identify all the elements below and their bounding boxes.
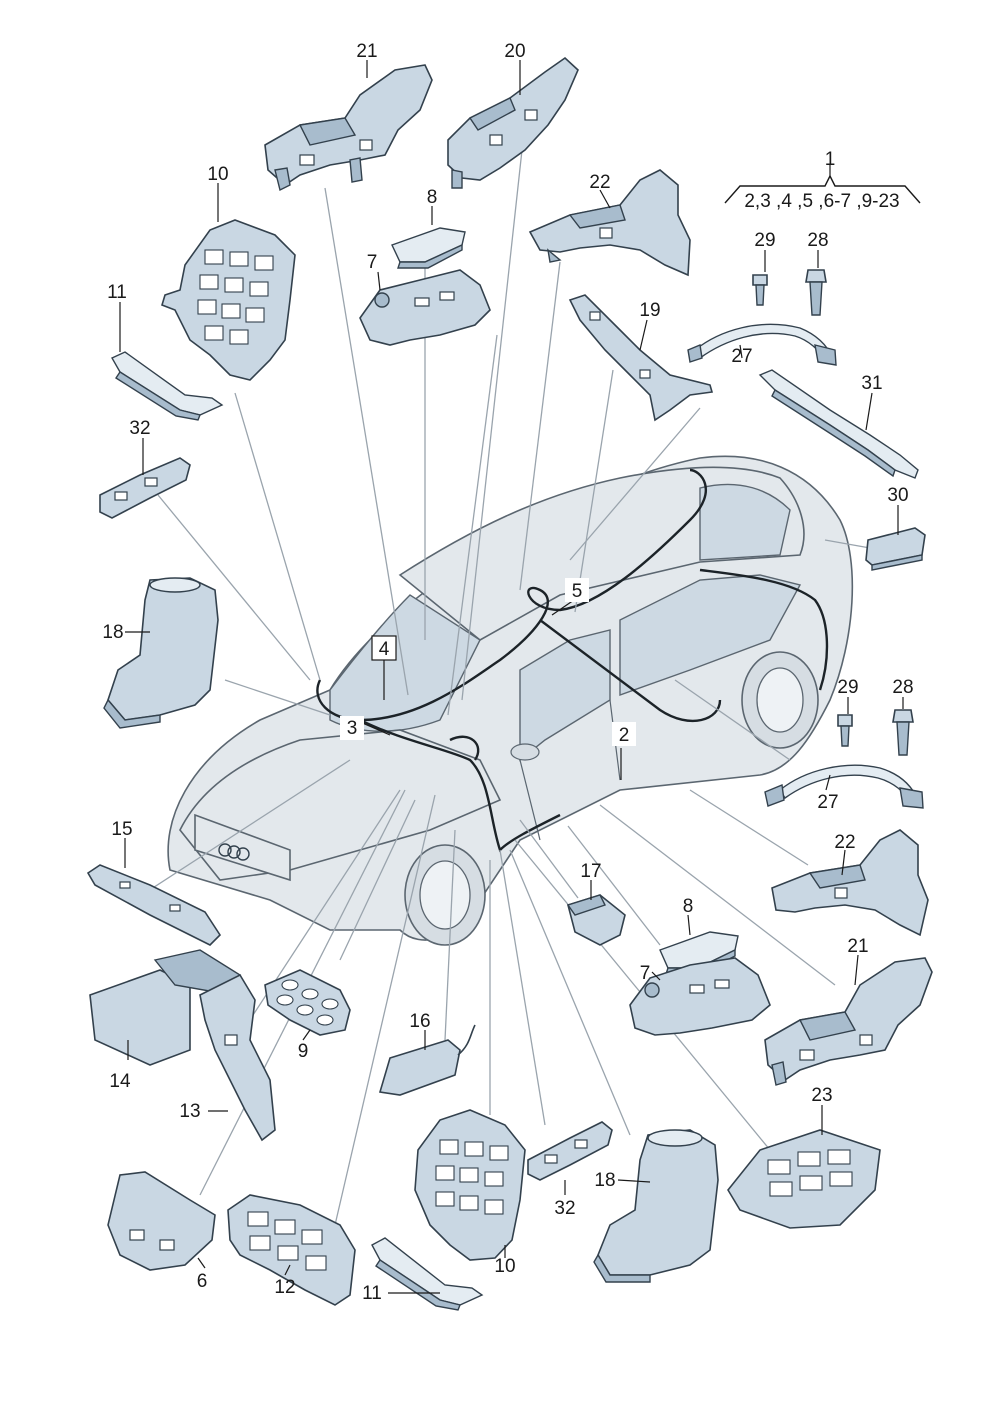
part-22-bracket-top (528, 169, 691, 277)
part-10-relay-carrier-top (161, 219, 296, 381)
part-18-duct-bottom (593, 1129, 719, 1283)
part-31-strip (758, 369, 919, 479)
callout-14: 14 (109, 1071, 131, 1092)
part-10-relay-carrier-bottom (414, 1109, 526, 1261)
callout-22-top: 22 (589, 172, 610, 193)
callout-3: 3 (347, 718, 358, 739)
part-7-holder-top (359, 269, 491, 346)
callout-27-top: 27 (731, 346, 752, 367)
callout-15: 15 (111, 819, 132, 840)
audi-rings-icon (218, 843, 250, 861)
callout-20: 20 (504, 41, 525, 62)
part-29-screw-top (752, 274, 768, 306)
part-27-clip-mid (764, 764, 924, 809)
part-11-strap-top (111, 351, 224, 421)
callout-6: 6 (197, 1271, 208, 1292)
callout-31: 31 (861, 373, 882, 394)
part-28-bolt-mid (892, 709, 914, 756)
callout-29-mid: 29 (837, 677, 858, 698)
callout-18-bottom: 18 (594, 1170, 615, 1191)
part-27-clip-top (687, 323, 837, 366)
callout-2: 2 (619, 725, 630, 746)
callout-28-top: 28 (807, 230, 828, 251)
callout-10-bottom: 10 (494, 1256, 515, 1277)
callout-5: 5 (572, 581, 583, 602)
part-22-bracket-mid (771, 829, 929, 937)
part-28-bolt-top (805, 269, 827, 316)
callout-19: 19 (639, 300, 660, 321)
callout-30: 30 (887, 485, 908, 506)
group-bracket (724, 165, 921, 204)
callout-4: 4 (379, 639, 390, 660)
callout-32-bottom: 32 (554, 1198, 575, 1219)
callout-11-bottom: 11 (362, 1283, 382, 1304)
part-8-cover-top (391, 227, 466, 269)
callout-7-mid: 7 (640, 963, 651, 984)
callout-27-mid: 27 (817, 792, 838, 813)
part-15-strip (86, 864, 222, 946)
part-13-bracket (199, 973, 276, 1142)
callout-7-top: 7 (367, 252, 378, 273)
part-7-holder-mid (629, 957, 771, 1036)
callout-21-mid: 21 (847, 936, 868, 957)
part-30-connector (865, 527, 926, 571)
part-32-connector-bottom (527, 1121, 613, 1181)
callout-16: 16 (409, 1011, 430, 1032)
callout-18-top: 18 (102, 622, 123, 643)
part-32-connector-top (99, 457, 191, 519)
wiring-harness (316, 468, 829, 853)
callout-28-mid: 28 (892, 677, 913, 698)
callout-2-box (612, 722, 636, 746)
callout-17: 17 (580, 861, 601, 882)
callout-32-top: 32 (129, 418, 150, 439)
callout-13: 13 (179, 1101, 200, 1122)
callout-23: 23 (811, 1085, 832, 1106)
callout-29-top: 29 (754, 230, 775, 251)
part-9-relay-plate (264, 969, 351, 1036)
part-16-cover (378, 1024, 476, 1096)
callout-4-box (371, 635, 397, 661)
part-17-module (566, 894, 626, 946)
callout-11-top: 11 (107, 282, 127, 303)
part-18-duct-top (103, 577, 219, 729)
callout-10-top: 10 (207, 164, 228, 185)
part-11-strap-bottom (371, 1237, 484, 1311)
callout-8-top: 8 (427, 187, 438, 208)
group-members-label: 2,3 ,4 ,5 ,6-7 ,9-23 (744, 191, 899, 212)
car-body (167, 455, 854, 946)
callout-5-box (565, 578, 589, 602)
part-20-bracket (447, 56, 579, 189)
part-19-bracket (568, 294, 714, 422)
callout-8-mid: 8 (683, 896, 694, 917)
part-21-bracket-mid (764, 957, 933, 1086)
part-23-box (727, 1129, 881, 1229)
part-6-bracket (107, 1171, 216, 1271)
callout-9: 9 (298, 1041, 309, 1062)
label-ticks (119, 60, 904, 1294)
part-12-relay-carrier (227, 1194, 356, 1306)
callout-12: 12 (274, 1277, 295, 1298)
callout-22-mid: 22 (834, 832, 855, 853)
group-label: 1 (825, 149, 836, 170)
part-21-bracket-top (264, 64, 433, 192)
callout-21-top: 21 (356, 41, 377, 62)
part-29-screw-mid (837, 714, 853, 747)
callout-3-box (340, 716, 364, 740)
